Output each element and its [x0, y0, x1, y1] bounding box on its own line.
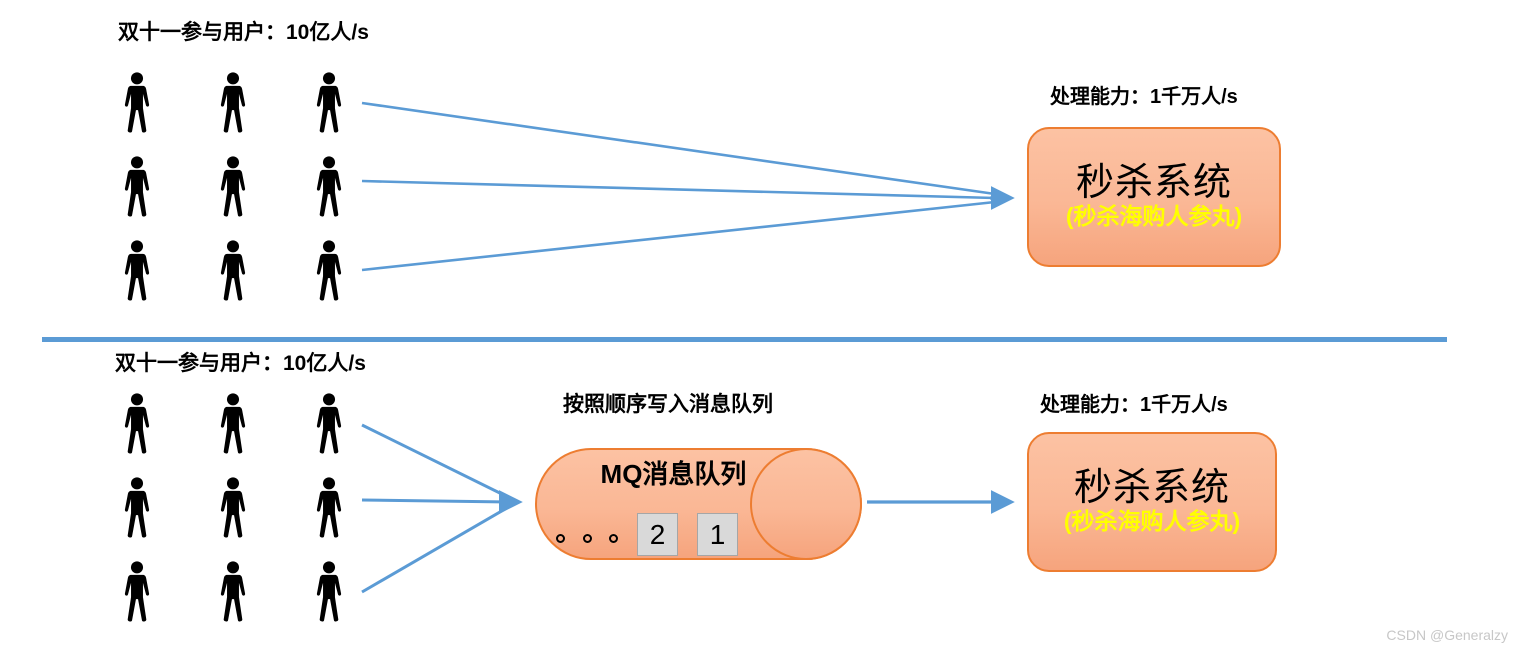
queue-order-note: 按照顺序写入消息队列 — [563, 393, 773, 416]
queue-ellipsis — [556, 534, 618, 543]
person-icon — [216, 156, 250, 218]
section-divider — [42, 337, 1447, 342]
csdn-watermark: CSDN @Generalzy — [1386, 627, 1508, 643]
person-icon — [312, 156, 346, 218]
top-capacity-label: 处理能力：1千万人/s — [1050, 86, 1238, 108]
bottom-arrow-line-2 — [361, 498, 513, 504]
person-icon — [216, 393, 250, 455]
top-arrow-line-1 — [361, 101, 996, 196]
bottom-arrow-line-3 — [361, 503, 513, 594]
bottom-users-label: 双十一参与用户：10亿人/s — [115, 352, 366, 375]
bottom-arrow-line-1 — [361, 423, 513, 501]
queue-ellipsis-dot — [609, 534, 618, 543]
person-icon — [120, 72, 154, 134]
top-user-row-2 — [120, 156, 346, 218]
person-icon — [120, 393, 154, 455]
top-arrow-line-3 — [361, 200, 996, 272]
mq-queue-title: MQ消息队列 — [600, 459, 747, 489]
top-seckill-system-box: 秒杀系统 (秒杀海购人参丸) — [1027, 127, 1281, 267]
mq-queue-cylinder-endcap — [750, 448, 862, 560]
bottom-user-row-1 — [120, 393, 346, 455]
top-user-grid — [120, 72, 346, 302]
person-icon — [312, 561, 346, 623]
person-icon — [120, 561, 154, 623]
queue-ellipsis-dot — [556, 534, 565, 543]
top-arrow-line-2 — [361, 179, 996, 200]
bottom-user-row-3 — [120, 561, 346, 623]
person-icon — [216, 477, 250, 539]
bottom-seckill-system-box: 秒杀系统 (秒杀海购人参丸) — [1027, 432, 1277, 572]
top-users-label: 双十一参与用户：10亿人/s — [118, 21, 369, 44]
person-icon — [312, 72, 346, 134]
queue-item-1: 1 — [697, 513, 738, 556]
bottom-seckill-system-subtitle: (秒杀海购人参丸) — [1063, 508, 1241, 535]
bottom-seckill-system-title: 秒杀系统 — [1073, 467, 1230, 510]
person-icon — [120, 240, 154, 302]
person-icon — [216, 561, 250, 623]
bottom-user-grid — [120, 393, 346, 623]
person-icon — [120, 156, 154, 218]
person-icon — [312, 240, 346, 302]
bottom-capacity-label: 处理能力：1千万人/s — [1040, 394, 1228, 416]
queue-ellipsis-dot — [582, 534, 592, 543]
person-icon — [216, 240, 250, 302]
top-user-row-1 — [120, 72, 346, 134]
queue-item-2: 2 — [637, 513, 678, 556]
person-icon — [312, 393, 346, 455]
top-seckill-system-title: 秒杀系统 — [1075, 162, 1232, 205]
top-user-row-3 — [120, 240, 346, 302]
person-icon — [312, 477, 346, 539]
top-seckill-system-subtitle: (秒杀海购人参丸) — [1065, 203, 1243, 230]
person-icon — [120, 477, 154, 539]
person-icon — [216, 72, 250, 134]
bottom-user-row-2 — [120, 477, 346, 539]
